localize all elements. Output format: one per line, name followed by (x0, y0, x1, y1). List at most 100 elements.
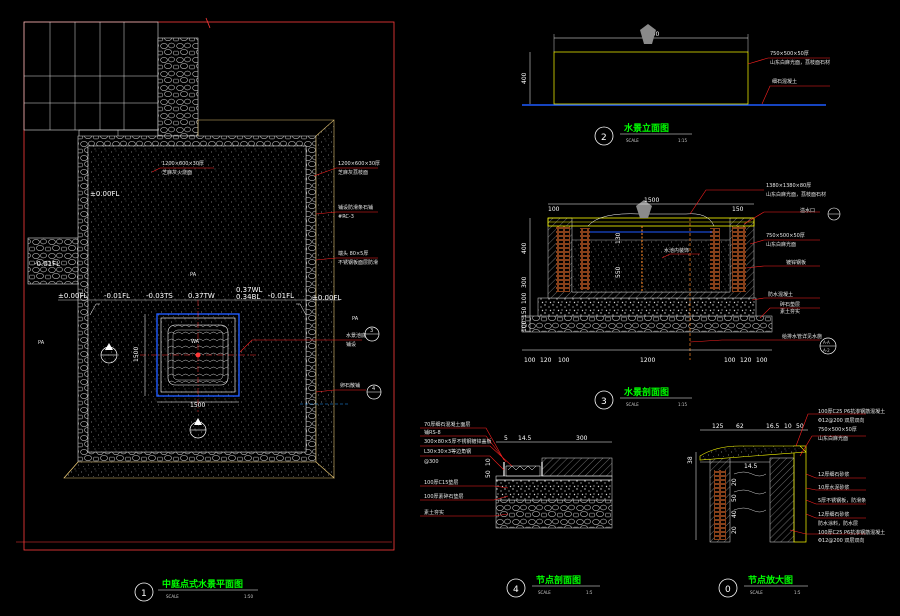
sec-dim-top: 1500 (644, 197, 659, 204)
d5-note5: 12厚细石砂浆 (818, 471, 849, 478)
section-marker-b (189, 418, 207, 439)
d5-note4: 山东白麻光面 (818, 435, 848, 442)
note-right1: 1200×600×30厚 (338, 161, 380, 167)
pebble-strip-top (157, 37, 199, 137)
d5-dim-left-0: 38 (687, 456, 694, 464)
level-right: ±0.00FL (312, 294, 341, 302)
sec-note1: 1380×1380×80厚 (766, 183, 811, 189)
d5-note2: Φ12@200 双层双向 (818, 417, 864, 424)
d4-dim-1: 14.5 (518, 435, 532, 442)
d5-note1: 100厚C25 P6抗渗钢筋混凝土 (818, 408, 885, 415)
water-feature-plan (140, 300, 258, 412)
sec-dim-bottom-2: 100 (558, 357, 570, 364)
zone-pa-right-label: PA (352, 316, 359, 322)
section-view: 1500 100 150 400 300 100 150 100 130 550… (521, 183, 841, 364)
level-main: ±0.00FL (90, 190, 119, 198)
sec-dim-left-0: 400 (521, 242, 528, 254)
level-pa2: -0.03TS (146, 292, 173, 300)
sec-note4: 碎石垫层 (780, 301, 800, 308)
sec-note1-sub2: 溢水口 (800, 207, 815, 214)
sec-note2-sub: 山东白麻光面 (766, 241, 796, 248)
wall-bottom (63, 461, 335, 479)
d4-note6: 100厚C15垫层 (424, 479, 458, 486)
title-detail-section: 4 节点剖面图 SCALE 1:5 (506, 574, 600, 598)
svg-text:2: 2 (601, 133, 607, 143)
d4-note1: 70厚细石混凝土面层 (424, 421, 470, 428)
detail-enlarged-view: 125 62 16.5 10 50 14.5 38 20 50 40 20 10… (687, 408, 885, 544)
note-right4-sub: 铺设 (346, 341, 356, 348)
d4-dim-left-0: 50 (485, 470, 492, 478)
note-paving: 1200×600×30厚 (162, 161, 204, 167)
sec-note3: 防水混凝土 (768, 291, 793, 298)
note-right3: 端头 80×5厚 (338, 250, 368, 257)
svg-text:A-A: A-A (823, 340, 830, 345)
d5-note6: 10厚水泥砂浆 (818, 484, 849, 491)
svg-text:1:50: 1:50 (244, 594, 253, 599)
d5-note11: Φ12@200 双层双向 (818, 537, 864, 544)
d4-dim-left-1: 10 (485, 458, 492, 466)
courtyard-paving (87, 145, 307, 453)
svg-text:3: 3 (601, 397, 607, 407)
d5-note9: 防水涂料，防水层 (818, 520, 858, 527)
title-section: 3 水景剖面图 SCALE 1:15 (594, 386, 692, 410)
d4-dim-2: 300 (576, 435, 588, 442)
elev-note2: 细石混凝土 (772, 78, 797, 85)
d5-note7: 5厚不锈钢板，防滑条 (818, 497, 866, 504)
svg-text:SCALE: SCALE (626, 402, 639, 407)
level-pa4: 0.37WL (236, 286, 263, 294)
title-plan: 1 中庭点式水景平面图 SCALE 1:50 (134, 578, 258, 602)
note-right1-sub: 芝麻灰荔枝面 (338, 169, 368, 176)
d4-note8: 素土夯实 (424, 509, 444, 516)
plan-view: WA 1500 1500 ±0.00FL -0.01FL ±0.00FL -0.… (16, 17, 395, 551)
sec-dim-left-1: 300 (521, 276, 528, 288)
title-plan-text: 中庭点式水景平面图 (162, 578, 243, 590)
d5-dim-left-3: 40 (731, 510, 738, 518)
detail-section-view: 5 14.5 300 50 10 70厚细石混凝土面层 铺RS-8 300×80… (420, 421, 613, 529)
title-detail-enlarged: 0 节点放大图 SCALE 1:5 (718, 574, 808, 598)
svg-text:4: 4 (513, 585, 519, 595)
note-right2-sub: #RC-3 (338, 214, 354, 220)
d5-dim-1: 62 (736, 423, 744, 430)
sec-note2-sub2: 镀锌钢板 (786, 259, 806, 266)
pebble-box-left (27, 237, 79, 285)
level-left: ±0.00FL (58, 292, 87, 300)
sec-note6: 给排水管详见水施 (782, 333, 822, 340)
d5-dim-0: 125 (712, 423, 724, 430)
sec-dim-bottom-1: 120 (540, 357, 552, 364)
sec-note1-sub: 山东白麻光面，荔枝面石材 (766, 191, 826, 198)
d5-dim-left-4: 20 (731, 526, 738, 534)
sec-dim-left-2: 100 (521, 292, 528, 304)
d5-note3: 750×500×50厚 (818, 427, 857, 433)
d4-note3: 300×80×5厚不锈钢镀锌盖板 (424, 438, 491, 445)
sec-note5: 素土夯实 (780, 308, 800, 315)
d5-dim-3: 10 (784, 423, 792, 430)
svg-text:0: 0 (725, 585, 731, 595)
sec-note2: 750×500×50厚 (766, 233, 805, 239)
sec-water-label: 水池内装饰 (664, 247, 689, 254)
svg-text:4: 4 (372, 386, 375, 392)
sec-dim-bottom-3: 1200 (640, 357, 655, 364)
sec-dim-left-4: 100 (521, 320, 528, 332)
title-detail-section-text: 节点剖面图 (536, 574, 581, 586)
svg-text:1:15: 1:15 (678, 138, 687, 143)
d5-dim-4: 50 (796, 423, 804, 430)
d5-note8: 12厚细石砂浆 (818, 511, 849, 518)
sec-dim-bottom-6: 100 (756, 357, 768, 364)
level-left-box: -0.01FL (34, 260, 60, 268)
svg-text:SCALE: SCALE (166, 594, 179, 599)
sec-dim-left-3: 150 (521, 306, 528, 318)
svg-text:A-2: A-2 (823, 348, 830, 353)
d5-dim-2: 16.5 (766, 423, 780, 430)
d4-dim-0: 5 (504, 435, 508, 442)
callout-bubble-2: 3 (364, 326, 380, 342)
section-axis-bubble: A-A A-2 (819, 337, 837, 355)
sec-dim-mid-0: 130 (615, 232, 622, 244)
title-detail-enlarged-text: 节点放大图 (748, 574, 793, 586)
d5-note10: 100厚C25 P6抗渗钢筋混凝土 (818, 529, 885, 536)
svg-text:1:5: 1:5 (794, 590, 801, 595)
sec-dim-bottom-4: 100 (724, 357, 736, 364)
svg-text:3: 3 (370, 328, 373, 334)
section-axis-bubble-top (827, 207, 841, 221)
sec-dim-bottom-5: 120 (740, 357, 752, 364)
